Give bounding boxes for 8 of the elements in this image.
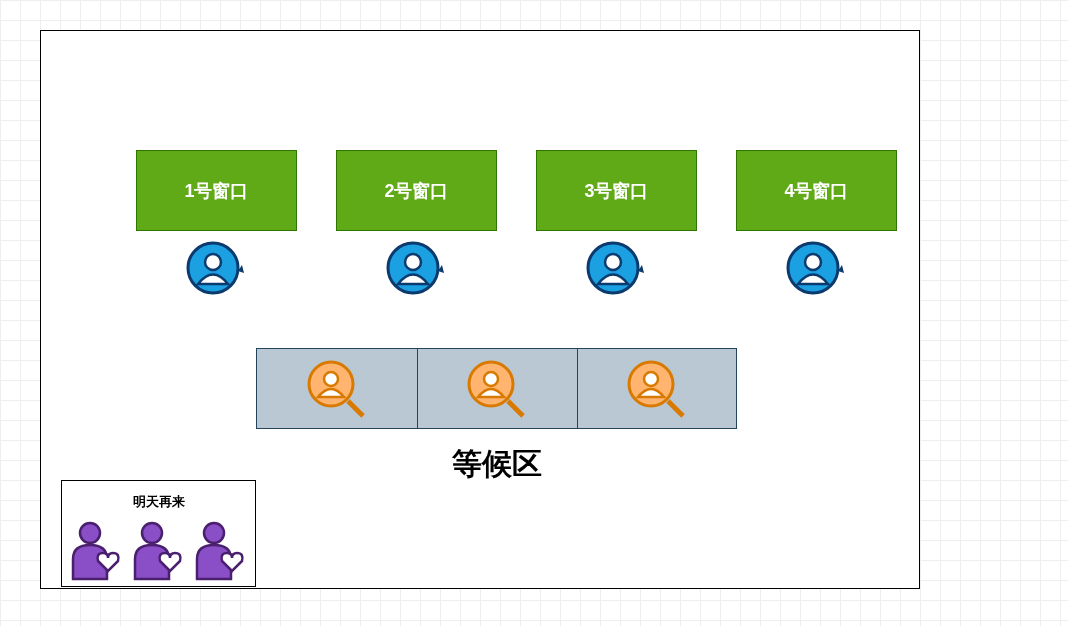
area-label: 等候区 — [450, 446, 543, 482]
counter-window-box: 3号窗口 — [536, 150, 697, 231]
counter-window-box: 2号窗口 — [336, 150, 497, 231]
counter-window-box: 4号窗口 — [736, 150, 897, 231]
counter-window-box: 1号窗口 — [136, 150, 297, 231]
building-outline — [40, 30, 920, 589]
box-heading: 明天再来 — [131, 493, 186, 511]
rejected-queue-box — [61, 480, 256, 587]
